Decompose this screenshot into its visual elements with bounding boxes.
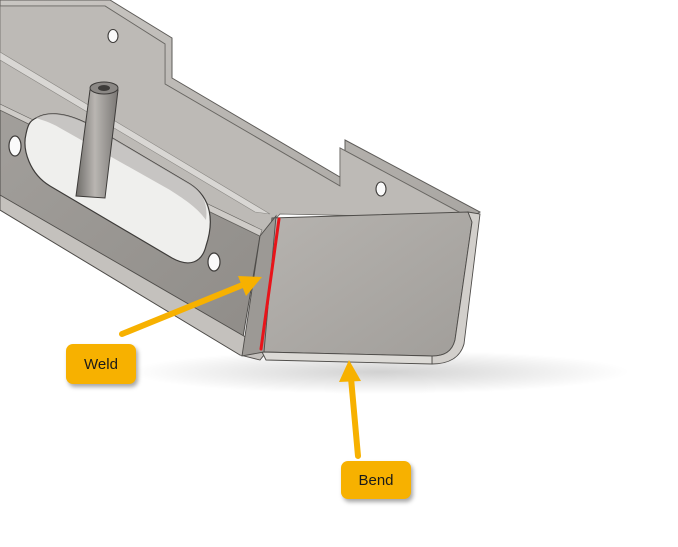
bend-rim (261, 351, 433, 365)
weld-line (259, 217, 281, 351)
weld-arrow (119, 276, 262, 337)
end-face (261, 211, 473, 357)
weld-callout-label: Weld (66, 344, 136, 384)
flange-hole-upper (107, 28, 119, 44)
inner-ledge (0, 51, 271, 215)
web-hole-left (8, 135, 22, 157)
floor-shadow (130, 350, 630, 394)
bend-callout-label: Bend (341, 461, 411, 499)
corner-edge (241, 214, 277, 357)
flange-hole-right (375, 181, 387, 197)
web-hole-right (207, 252, 221, 272)
bend-arrow (339, 360, 361, 459)
standoff-pin-hole (98, 85, 110, 91)
